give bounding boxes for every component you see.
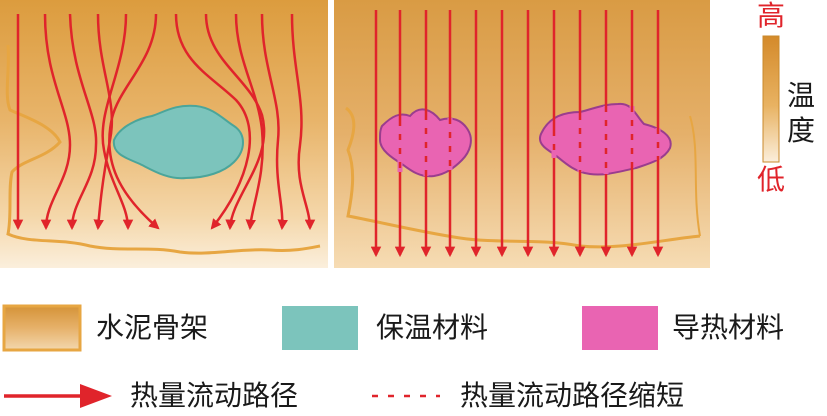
legend-label-heat-flow: 热量流动路径 bbox=[130, 379, 299, 412]
legend-swatch-cement bbox=[2, 304, 82, 352]
temperature-bar bbox=[762, 35, 780, 163]
right-panel bbox=[334, 0, 710, 268]
insulation-blob bbox=[112, 104, 244, 180]
left-panel bbox=[0, 0, 328, 268]
short-heat-path-dashes bbox=[398, 106, 660, 176]
temperature-title: 温度 bbox=[786, 79, 815, 147]
temperature-high-label: 高 bbox=[757, 0, 786, 32]
legend-label-cement: 水泥骨架 bbox=[96, 311, 209, 344]
temperature-low-label: 低 bbox=[757, 163, 786, 196]
legend-label-heat-flow-short: 热量流动路径缩短 bbox=[460, 379, 685, 412]
left-heat-flow-paths bbox=[12, 13, 316, 231]
legend-swatch-conductive bbox=[582, 306, 658, 350]
legend-arrowhead bbox=[80, 384, 112, 408]
legend-label-conductive: 导热材料 bbox=[672, 311, 785, 344]
legend-swatch-insulation bbox=[282, 306, 358, 350]
legend-label-insulation: 保温材料 bbox=[376, 311, 489, 344]
